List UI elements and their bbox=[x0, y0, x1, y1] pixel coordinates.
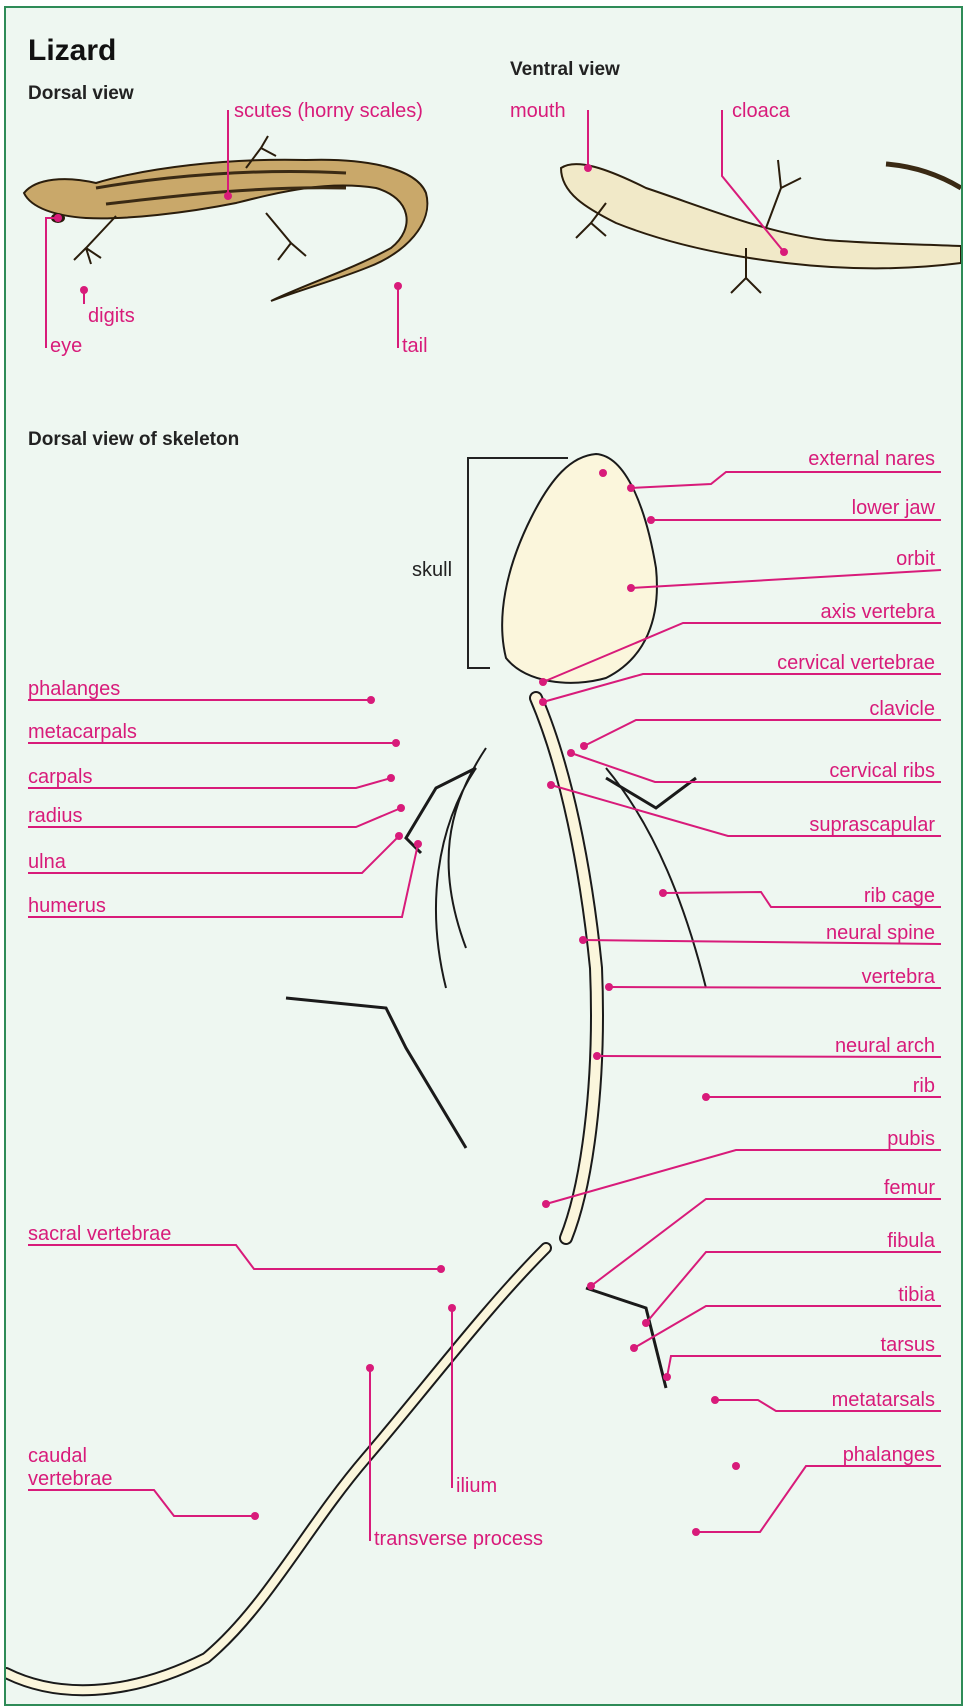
dorsal-lizard-drawing bbox=[24, 136, 427, 301]
label-humerus: humerus bbox=[28, 896, 106, 916]
label-fibula: fibula bbox=[887, 1231, 935, 1251]
label-phalanges-fore: phalanges bbox=[28, 679, 120, 699]
skeleton-drawing bbox=[6, 454, 706, 1690]
diagram-frame: Lizard Dorsal view Ventral view Dorsal v… bbox=[4, 6, 963, 1706]
label-ulna: ulna bbox=[28, 852, 66, 872]
ventral-lizard-drawing bbox=[561, 160, 961, 293]
page-title: Lizard bbox=[28, 36, 116, 66]
label-transverse-process: transverse process bbox=[374, 1529, 543, 1549]
label-rib: rib bbox=[913, 1076, 935, 1096]
label-sacral-vertebrae: sacral vertebrae bbox=[28, 1224, 171, 1244]
label-neural-arch: neural arch bbox=[835, 1036, 935, 1056]
skeleton-heading: Dorsal view of skeleton bbox=[28, 430, 239, 449]
dorsal-view-heading: Dorsal view bbox=[28, 84, 134, 103]
label-caudal-line1: caudal bbox=[28, 1446, 87, 1466]
label-mouth: mouth bbox=[510, 101, 566, 121]
label-femur: femur bbox=[884, 1178, 935, 1198]
label-tibia: tibia bbox=[898, 1285, 935, 1305]
label-tarsus: tarsus bbox=[881, 1335, 935, 1355]
label-cervical-vertebrae: cervical vertebrae bbox=[777, 653, 935, 673]
label-suprascapular: suprascapular bbox=[809, 815, 935, 835]
label-metacarpals: metacarpals bbox=[28, 722, 137, 742]
label-metatarsals: metatarsals bbox=[832, 1390, 935, 1410]
label-neural-spine: neural spine bbox=[826, 923, 935, 943]
label-phalanges-hind: phalanges bbox=[843, 1445, 935, 1465]
label-orbit: orbit bbox=[896, 549, 935, 569]
label-eye: eye bbox=[50, 336, 82, 356]
label-pubis: pubis bbox=[887, 1129, 935, 1149]
label-tail: tail bbox=[402, 336, 428, 356]
label-ilium: ilium bbox=[456, 1476, 497, 1496]
lizard-illustration bbox=[6, 8, 961, 1704]
label-lower-jaw: lower jaw bbox=[852, 498, 935, 518]
label-cervical-ribs: cervical ribs bbox=[829, 761, 935, 781]
label-digits: digits bbox=[88, 306, 135, 326]
leader-lines bbox=[28, 110, 941, 1541]
label-vertebra: vertebra bbox=[862, 967, 935, 987]
label-skull: skull bbox=[412, 560, 452, 580]
ventral-view-heading: Ventral view bbox=[510, 60, 620, 79]
label-caudal-line2: vertebrae bbox=[28, 1469, 113, 1489]
label-rib-cage: rib cage bbox=[864, 886, 935, 906]
label-carpals: carpals bbox=[28, 767, 92, 787]
label-scutes: scutes (horny scales) bbox=[234, 101, 423, 121]
label-axis-vertebra: axis vertebra bbox=[821, 602, 936, 622]
label-radius: radius bbox=[28, 806, 82, 826]
label-external-nares: external nares bbox=[808, 449, 935, 469]
label-dots bbox=[54, 164, 788, 1536]
label-clavicle: clavicle bbox=[869, 699, 935, 719]
label-cloaca: cloaca bbox=[732, 101, 790, 121]
